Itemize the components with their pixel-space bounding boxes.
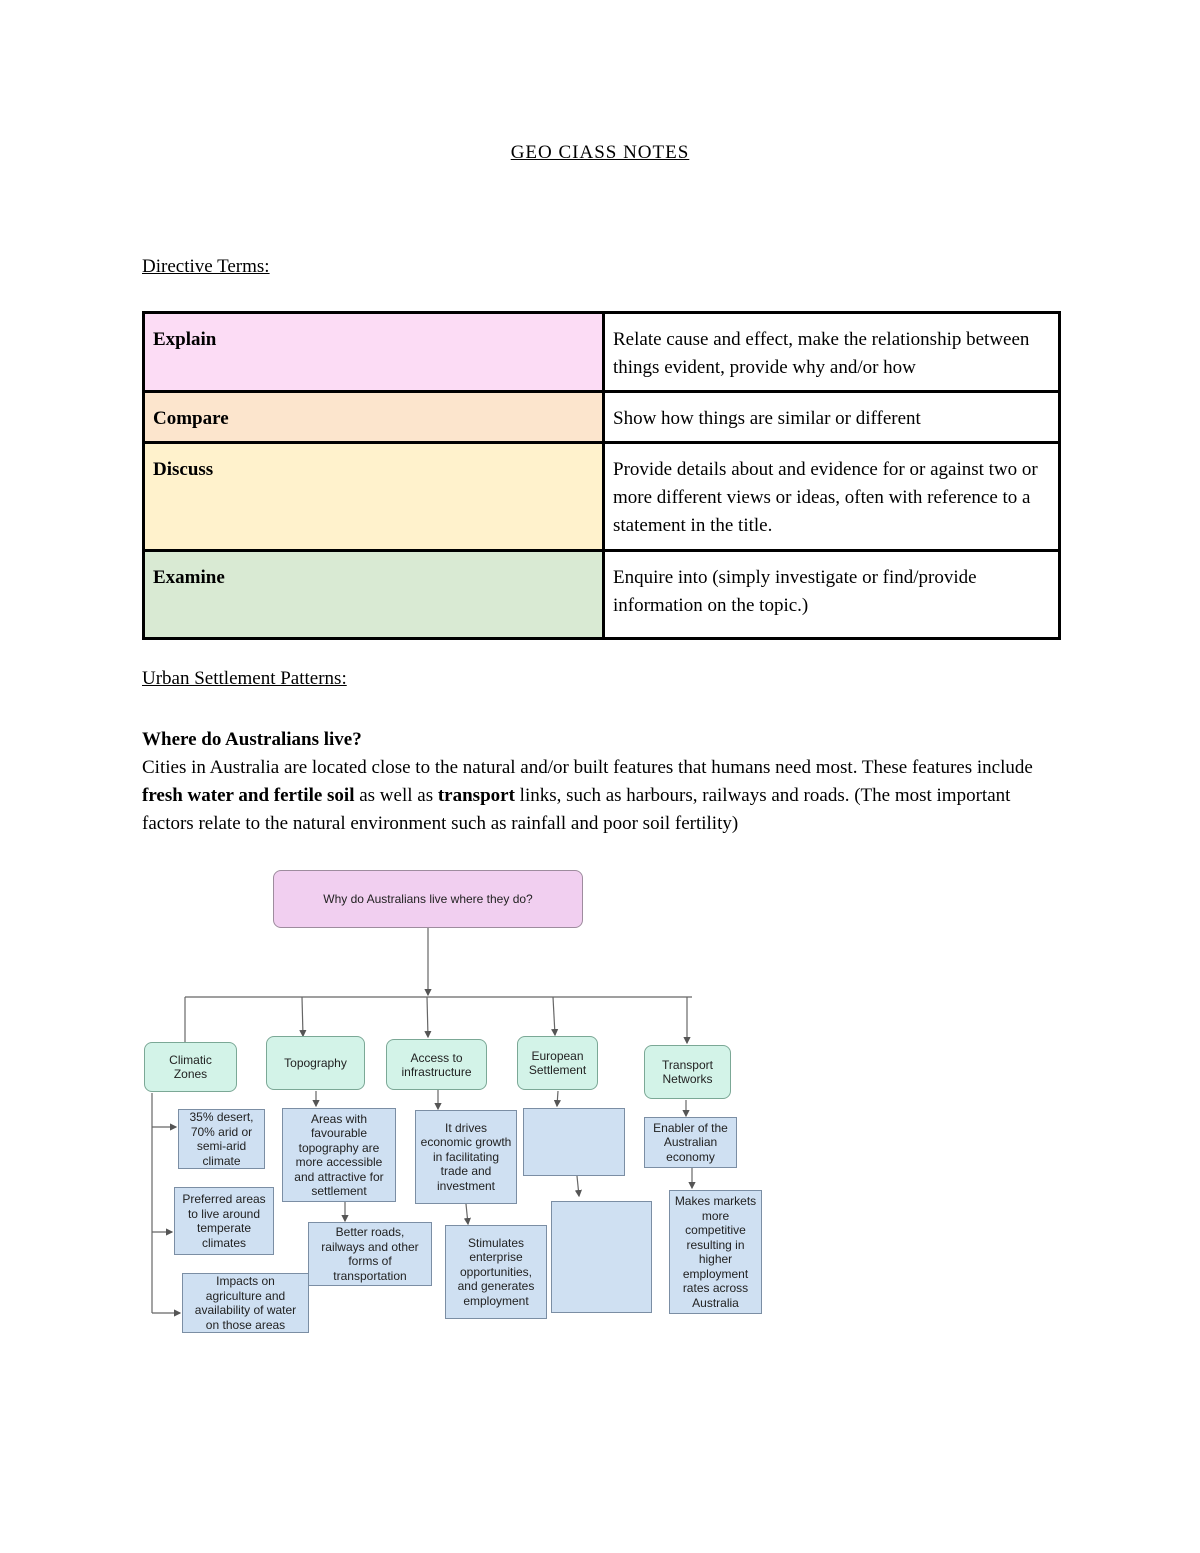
definition-cell: Enquire into (simply investigate or find… [602, 549, 1061, 640]
question-heading: Where do Australians live? [142, 729, 362, 750]
access-box-economic-growth: It drives economic growth in facilitatin… [415, 1110, 517, 1204]
directive-terms-table: Explain Relate cause and effect, make th… [142, 311, 1061, 640]
term-cell: Discuss [142, 441, 605, 552]
definition-cell: Show how things are similar or different [602, 390, 1061, 444]
european-box-2 [551, 1201, 652, 1313]
category-topography: Topography [266, 1036, 365, 1090]
category-transport-networks: Transport Networks [644, 1045, 731, 1099]
term-cell: Explain [142, 311, 605, 393]
category-climatic-zones: Climatic Zones [144, 1042, 237, 1092]
category-european-settlement: European Settlement [517, 1036, 598, 1090]
european-box-1 [523, 1108, 625, 1176]
transport-box-markets: Makes markets more competitive resulting… [669, 1190, 762, 1314]
definition-cell: Relate cause and effect, make the relati… [602, 311, 1061, 393]
access-box-employment: Stimulates enterprise opportunities, and… [445, 1225, 547, 1319]
paragraph-bold: fresh water and fertile soil [142, 785, 355, 806]
topography-box-roads: Better roads, railways and other forms o… [308, 1222, 432, 1286]
diagram-root-node: Why do Australians live where they do? [273, 870, 583, 928]
climatic-box-agriculture: Impacts on agriculture and availability … [182, 1273, 309, 1333]
term-cell: Compare [142, 390, 605, 444]
page-title: GEO CIASS NOTES [510, 142, 690, 163]
body-paragraph: Cities in Australia are located close to… [142, 754, 1062, 838]
paragraph-text: links, such as harbours, railways and ro… [142, 785, 1011, 834]
table-row: Explain Relate cause and effect, make th… [142, 311, 1061, 393]
paragraph-text: Cities in Australia are located close to… [142, 757, 1033, 778]
urban-settlement-heading: Urban Settlement Patterns: [142, 668, 347, 689]
paragraph-bold: transport [437, 785, 515, 806]
definition-cell: Provide details about and evidence for o… [602, 441, 1061, 552]
settlement-diagram: Why do Australians live where they do? C… [140, 866, 770, 1341]
table-row: Compare Show how things are similar or d… [142, 390, 1061, 444]
climatic-box-desert: 35% desert, 70% arid or semi-arid climat… [178, 1109, 265, 1169]
category-access-infrastructure: Access to infrastructure [386, 1039, 487, 1090]
paragraph-text: as well as [354, 785, 438, 806]
climatic-box-temperate: Preferred areas to live around temperate… [174, 1187, 274, 1255]
topography-box-favourable: Areas with favourable topography are mor… [282, 1108, 396, 1202]
diagram-connectors [151, 928, 696, 1317]
transport-box-enabler: Enabler of the Australian economy [644, 1117, 737, 1168]
table-row: Examine Enquire into (simply investigate… [142, 549, 1061, 640]
table-row: Discuss Provide details about and eviden… [142, 441, 1061, 552]
term-cell: Examine [142, 549, 605, 640]
directive-terms-heading: Directive Terms: [142, 256, 270, 277]
